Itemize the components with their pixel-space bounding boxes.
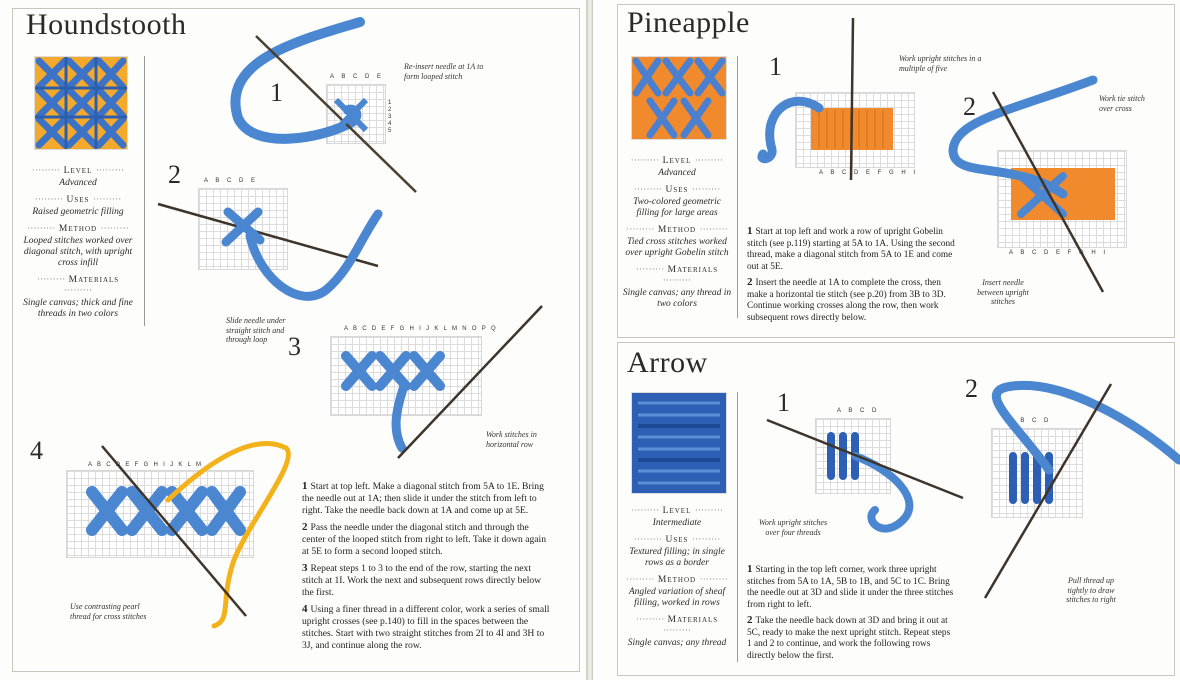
- pineapple-caption-insert: Insert needle between upright stitches: [977, 278, 1029, 306]
- step3-col-axis: A B C D E F G H I J K L M N O P Q: [344, 326, 498, 332]
- arrow-sidebar-materials: ········· Materials ········· Single can…: [627, 615, 727, 648]
- arrow-step2-needle: [983, 383, 1113, 599]
- houndstooth-step-2-number: 2: [168, 160, 181, 189]
- step2-col-axis: A B C D E: [204, 178, 259, 184]
- arrow-step1-thread: [851, 452, 914, 533]
- left-page: Houndstooth ········· Level ········· Ad…: [0, 0, 588, 680]
- arrow-caption-four: Work upright stitches over four threads: [758, 518, 828, 537]
- houndstooth-step-3-number: 3: [288, 332, 301, 361]
- pineapple-step2-needle: [991, 91, 1105, 293]
- arrow-title: Arrow: [627, 346, 708, 379]
- caption-contrast: Use contrasting pearl thread for cross s…: [70, 602, 147, 621]
- step4-col-axis: A B C D E F G H I J K L M: [88, 462, 203, 468]
- step3-stitches: [341, 351, 445, 391]
- arrow-step2-col-axis: A B C D: [1009, 418, 1052, 424]
- pineapple-step2-thread: [948, 75, 1098, 199]
- pineapple-caption-tie: Work tie stitch over cross: [1099, 94, 1145, 113]
- book-gutter: [586, 0, 594, 680]
- pineapple-sidebar-divider: [737, 56, 738, 318]
- arrow-step-1-number: 1: [777, 388, 790, 417]
- caption-reinsert: Re-insert needle at 1A to form looped st…: [404, 62, 484, 81]
- arrow-step-2-number: 2: [965, 374, 978, 403]
- arrow-sidebar-uses: ········· Uses ········· Textured fillin…: [629, 535, 725, 568]
- pineapple-swatch: [631, 56, 727, 140]
- arrow-swatch-art: [632, 393, 726, 493]
- houndstooth-step-1-number: 1: [270, 78, 283, 107]
- pineapple-step2-col-axis: A B C D E F G H I: [1009, 250, 1109, 256]
- step1-col-axis: A B C D E: [330, 74, 385, 80]
- step2-needle: [157, 202, 379, 268]
- step4-needle: [101, 445, 247, 617]
- pineapple-sidebar-uses: ········· Uses ········· Two-colored geo…: [633, 185, 721, 218]
- pineapple-step1-col-axis: A B C D E F G H I: [819, 170, 919, 176]
- arrow-step2-thread: [991, 380, 1180, 475]
- step1-row-axis: 1 2 3 4 5: [388, 100, 392, 134]
- arrow-sidebar-level: ········· Level ········· Intermediate: [630, 506, 724, 528]
- pineapple-step1-needle: [849, 17, 855, 181]
- arrow-step2-stitches: [1009, 452, 1053, 504]
- pineapple-frame: [617, 4, 1175, 338]
- arrow-sidebar-divider: [737, 392, 738, 662]
- arrow-sidebar: ········· Level ········· Intermediate ·…: [621, 500, 733, 649]
- sidebar-uses: ········· Uses ········· Raised geometri…: [32, 195, 124, 217]
- arrow-sidebar-method: ········· Method ········· Angled variat…: [626, 575, 728, 608]
- step3-canvas: [330, 336, 482, 416]
- houndstooth-title: Houndstooth: [26, 8, 187, 41]
- houndstooth-frame: [12, 8, 580, 672]
- sidebar-level: ········· Level ········· Advanced: [31, 166, 125, 188]
- houndstooth-illustrations: [86, 17, 543, 629]
- pineapple-sidebar: ········· Level ········· Advanced ·····…: [621, 150, 733, 310]
- step2-thread: [245, 209, 383, 301]
- pineapple-title: Pineapple: [627, 6, 750, 39]
- sidebar-method: ········· Method ········· Looped stitch…: [23, 224, 133, 268]
- arrow-step1-needle: [766, 418, 964, 500]
- pineapple-sidebar-method: ········· Method ········· Tied cross st…: [625, 225, 729, 258]
- pineapple-step-2-number: 2: [963, 92, 976, 121]
- houndstooth-swatch: [34, 56, 128, 150]
- step4-contrast-thread: [165, 441, 291, 629]
- arrow-swatch: [631, 392, 727, 494]
- left-sidebar-divider: [144, 56, 145, 326]
- step2-stitch: [221, 207, 265, 247]
- step3-thread: [391, 381, 409, 453]
- houndstooth-swatch-art: [35, 57, 127, 149]
- pineapple-step-1-number: 1: [769, 52, 782, 81]
- pineapple-caption-upright: Work upright stitches in a multiple of f…: [899, 54, 982, 73]
- caption-work: Work stitches in horizontal row: [486, 430, 537, 449]
- pineapple-swatch-art: [632, 57, 726, 139]
- arrow-step1-col-axis: A B C D: [837, 408, 880, 414]
- pineapple-step1-thread: [757, 96, 824, 164]
- sidebar-materials: ········· Materials ········· Single can…: [23, 275, 133, 319]
- arrow-caption-pull: Pull thread up tightly to draw stitches …: [1066, 576, 1116, 604]
- right-page: Pineapple ········· Level ········· Adva…: [592, 0, 1180, 680]
- caption-slide: Slide needle under straight stitch and t…: [226, 316, 286, 344]
- arrow-frame: [617, 342, 1175, 676]
- right-illustrations: [757, 17, 1180, 599]
- houndstooth-sidebar: ········· Level ········· Advanced ·····…: [22, 160, 134, 320]
- pineapple-sidebar-materials: ········· Materials ········· Single can…: [622, 265, 732, 309]
- houndstooth-step-4-number: 4: [30, 436, 43, 465]
- step1-stitch: [333, 97, 369, 133]
- step1-needle: [255, 35, 417, 193]
- step3-needle: [397, 305, 543, 459]
- step4-stitches: [86, 486, 246, 536]
- pineapple-sidebar-level: ········· Level ········· Advanced: [630, 156, 724, 178]
